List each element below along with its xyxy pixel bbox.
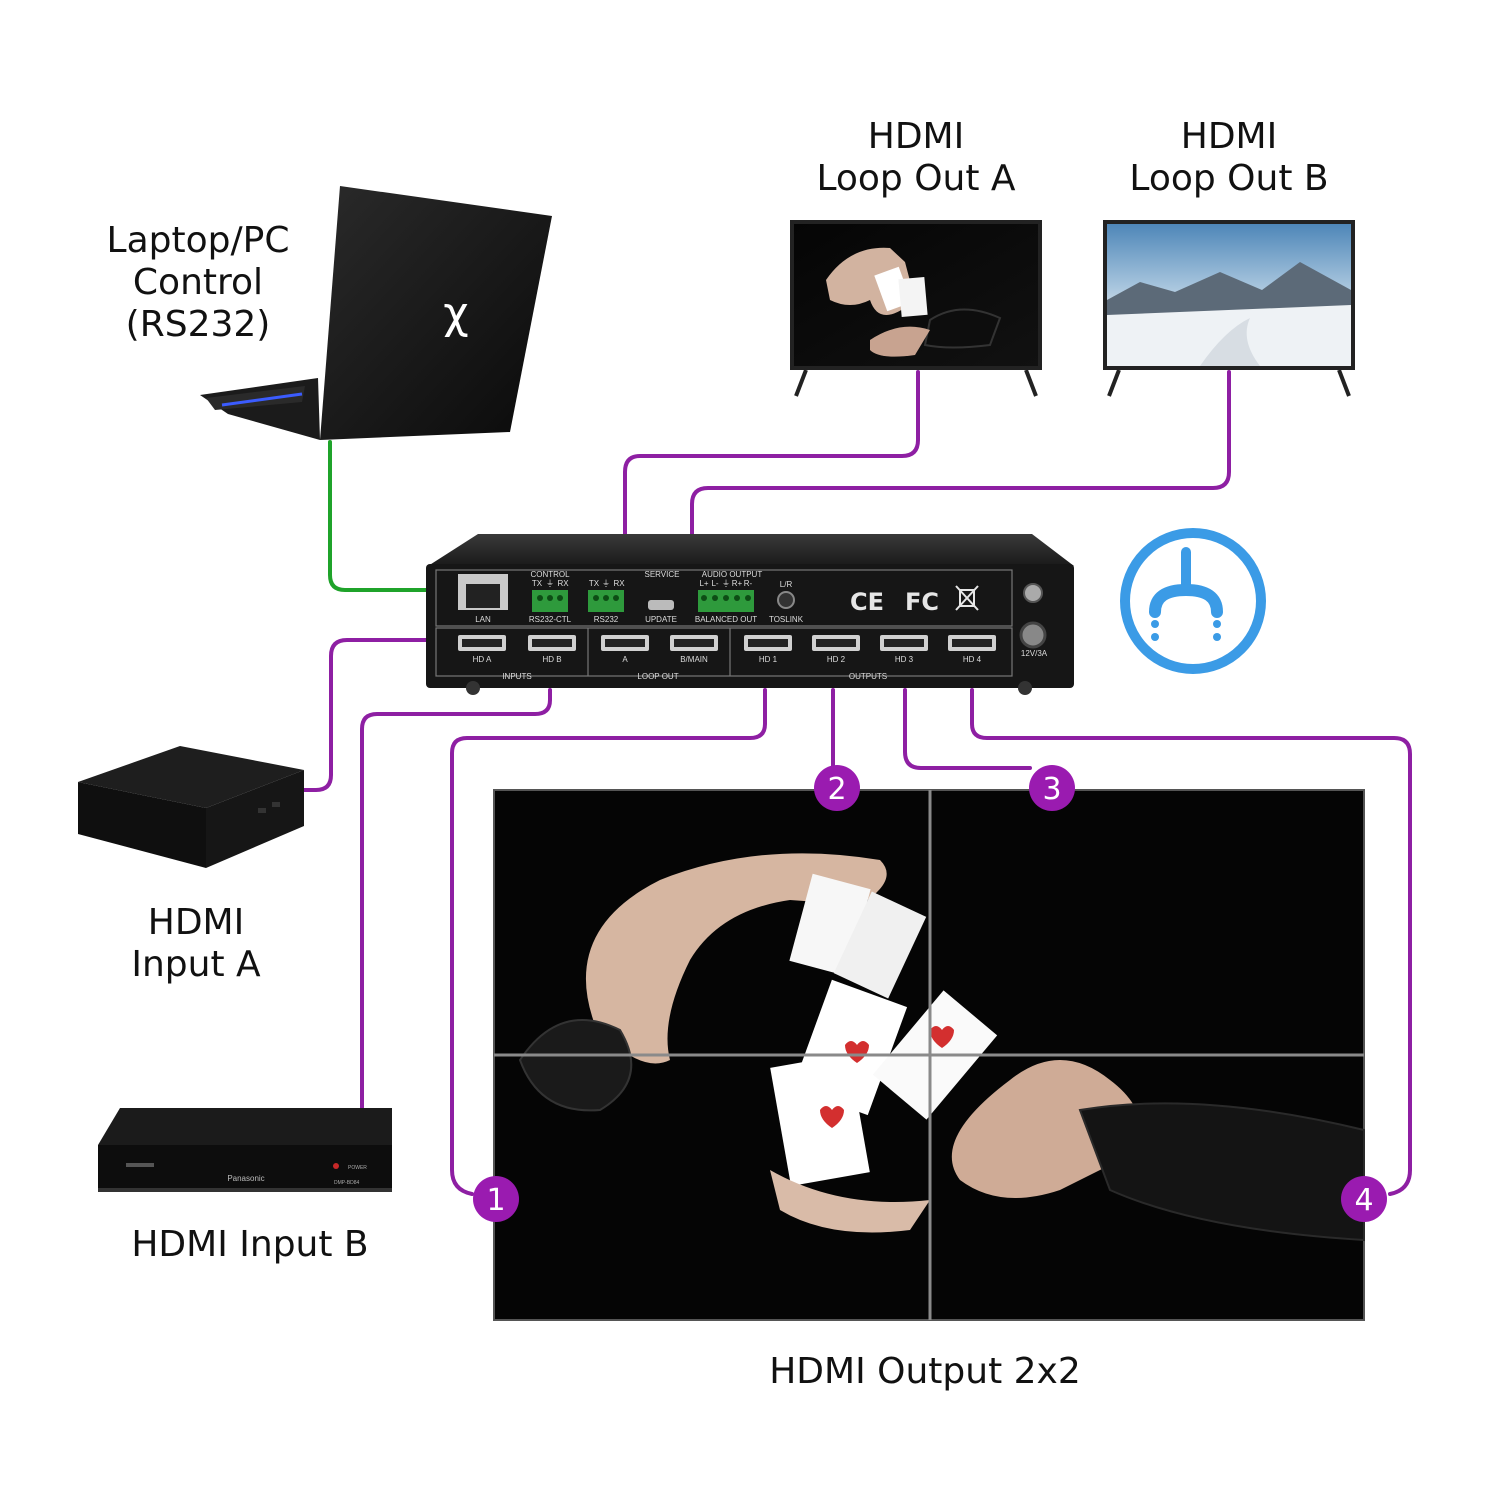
label-laptop-line1: Laptop/PC (107, 220, 290, 261)
port-label-update: UPDATE (645, 615, 677, 624)
pin-audio-lminus: L- (711, 579, 718, 588)
group-label-inputs: INPUTS (502, 672, 531, 681)
label-loop-a-line2: Loop Out A (816, 158, 1015, 199)
media-box (78, 746, 304, 868)
port-label-hd2: HD 2 (827, 655, 846, 664)
player-power-label: POWER (348, 1165, 367, 1171)
label-input-a-line1: HDMI (148, 902, 244, 943)
label-input-a: HDMI Input A (131, 902, 261, 985)
video-wall (493, 789, 1365, 1321)
port-label-toslink: TOSLINK (769, 615, 804, 624)
pin-rs232-rx: RX (613, 579, 625, 588)
port-label-hd-a: HD A (473, 655, 492, 664)
laptop: χ (200, 186, 552, 440)
label-loop-b-line2: Loop Out B (1129, 158, 1328, 199)
badge-2-label: 2 (827, 772, 846, 807)
pin-ctl-tx: TX (532, 579, 543, 588)
port-label-loop-a: A (622, 655, 628, 664)
usb-update-port (648, 600, 674, 610)
pin-ctl-gnd: ⏚ (546, 579, 554, 588)
cable-loop-a (623, 370, 920, 632)
label-loop-out-b: HDMI Loop Out B (1129, 116, 1328, 199)
label-laptop: Laptop/PC Control (RS232) (107, 220, 290, 345)
badge-3 (1029, 765, 1075, 811)
group-label-control: CONTROL (530, 570, 570, 579)
group-label-loop-out: LOOP OUT (637, 672, 678, 681)
laptop-logo: χ (443, 288, 468, 339)
port-label-balanced-out: BALANCED OUT (695, 615, 757, 624)
player-model: DMP-BD84 (334, 1180, 360, 1186)
port-label-loop-b: B/MAIN (680, 655, 708, 664)
pin-rs232-tx: TX (589, 579, 600, 588)
power-jack (1019, 621, 1047, 649)
pin-audio-rplus: R+ (732, 579, 743, 588)
player-brand: Panasonic (227, 1174, 264, 1183)
cable-output-3 (903, 688, 1032, 770)
pin-audio-rminus: R- (744, 579, 753, 588)
group-label-outputs: OUTPUTS (849, 672, 887, 681)
pin-ctl-rx: RX (557, 579, 569, 588)
badge-4 (1341, 1176, 1387, 1222)
cable-input-b (360, 688, 552, 1114)
output-badges: 1 2 3 4 (473, 765, 1387, 1222)
matrix-device: LAN CONTROL TX ⏚ RX RS232-CTL TX ⏚ RX RS… (426, 534, 1074, 695)
pin-audio-lplus: L+ (699, 579, 708, 588)
port-label-hd3: HD 3 (895, 655, 914, 664)
label-input-a-line2: Input A (131, 944, 261, 985)
device-foot-right (1018, 681, 1032, 695)
ce-mark: CE (850, 588, 884, 616)
toslink-port (777, 591, 795, 609)
label-loop-out-a: HDMI Loop Out A (816, 116, 1015, 199)
port-label-hd1: HD 1 (759, 655, 778, 664)
port-label-rs232-ctl: RS232-CTL (529, 615, 572, 624)
badge-1 (473, 1176, 519, 1222)
rs232-terminal (588, 590, 624, 612)
badge-2 (814, 765, 860, 811)
label-input-b: HDMI Input B (131, 1224, 368, 1265)
fc-mark: FC (905, 588, 939, 616)
cable-loop-b (690, 370, 1231, 632)
group-label-service: SERVICE (645, 570, 680, 579)
cables (302, 370, 1412, 1196)
port-label-hd-b: HD B (542, 655, 561, 664)
label-loop-a-line1: HDMI (868, 116, 964, 157)
pin-audio-gnd: ⏚ (722, 579, 730, 588)
matrix-splitter-icon (1120, 528, 1266, 674)
tv-loop-out-b (1103, 220, 1355, 397)
label-laptop-line3: (RS232) (126, 304, 271, 345)
cable-output-4 (970, 688, 1412, 1196)
port-label-hd4: HD 4 (963, 655, 982, 664)
bluray-player: Panasonic POWER DMP-BD84 (98, 1108, 392, 1192)
balanced-out-terminal (698, 590, 754, 612)
badge-3-label: 3 (1042, 772, 1061, 807)
ground-screw (1023, 583, 1043, 603)
playing-cards (770, 873, 998, 1187)
pin-rs232-gnd: ⏚ (602, 579, 610, 588)
cable-input-a (302, 638, 430, 792)
group-label-audio-output: AUDIO OUTPUT (702, 570, 763, 579)
rs232-ctl-terminal (532, 590, 568, 612)
badge-4-label: 4 (1354, 1183, 1373, 1218)
port-label-rs232: RS232 (594, 615, 619, 624)
mountain-image (1107, 262, 1351, 320)
port-label-lan: LAN (475, 615, 491, 624)
label-output: HDMI Output 2x2 (769, 1351, 1081, 1392)
cable-output-1 (450, 688, 767, 1196)
port-label-lr: L/R (780, 580, 793, 589)
tv-loop-out-a (790, 220, 1042, 397)
label-loop-b-line1: HDMI (1181, 116, 1277, 157)
port-label-power: 12V/3A (1021, 649, 1048, 658)
cable-rs232 (328, 440, 430, 592)
cards-hands-image (518, 853, 1365, 1242)
keyboard-glow (221, 392, 303, 407)
badge-1-label: 1 (486, 1183, 505, 1218)
device-foot-left (466, 681, 480, 695)
label-laptop-line2: Control (133, 262, 263, 303)
weee-bin-icon (955, 585, 979, 611)
